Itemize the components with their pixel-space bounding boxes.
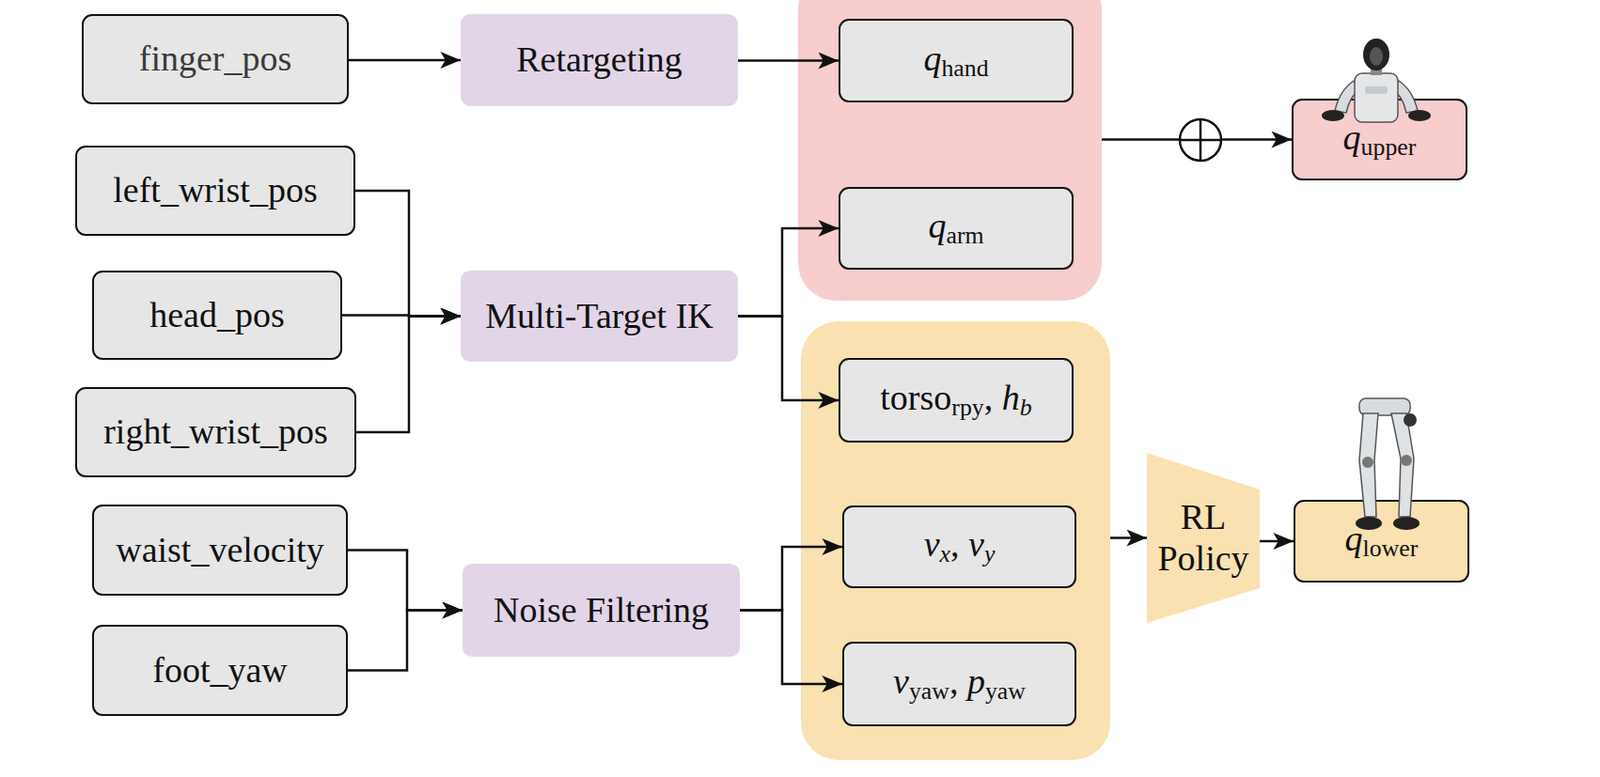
sum-symbol bbox=[1179, 119, 1222, 161]
process-box: Noise Filtering bbox=[462, 564, 740, 658]
flow-arrow bbox=[355, 190, 461, 317]
flow-arrow bbox=[739, 547, 843, 612]
output-box: qlower bbox=[1293, 500, 1470, 583]
node-label: head_pos bbox=[149, 295, 285, 337]
text-run: yaw bbox=[909, 678, 950, 706]
process-box: Multi-Target IK bbox=[460, 270, 738, 362]
process-box: Retargeting bbox=[460, 14, 738, 107]
node-label: right_wrist_pos bbox=[103, 411, 329, 454]
input-box: left_wrist_pos bbox=[75, 145, 356, 236]
output-box: qupper bbox=[1291, 98, 1468, 181]
node-label: qlower bbox=[1345, 518, 1419, 564]
flow-arrow bbox=[342, 315, 461, 317]
input-box: waist_velocity bbox=[92, 504, 348, 597]
node-label: qarm bbox=[927, 205, 984, 251]
text-run: yaw bbox=[985, 678, 1026, 706]
command-box: vx, vy bbox=[842, 505, 1077, 589]
text-run: q bbox=[1343, 117, 1362, 157]
text-run: arm bbox=[945, 222, 984, 251]
node-label: vx, vy bbox=[924, 524, 996, 569]
flow-arrow bbox=[737, 228, 839, 317]
policy-trapezoid: RL Policy bbox=[1146, 453, 1260, 624]
node-label: qupper bbox=[1343, 117, 1417, 162]
flow-arrow bbox=[1110, 536, 1147, 540]
text-run: hand bbox=[941, 54, 989, 82]
text-run: b bbox=[1019, 394, 1033, 423]
node-label: Multi-Target IK bbox=[485, 296, 714, 338]
text-run: , bbox=[950, 524, 969, 565]
text-run: h bbox=[1002, 377, 1020, 418]
flow-arrow bbox=[356, 316, 461, 434]
node-label: RL Policy bbox=[1150, 497, 1256, 580]
text-run: q bbox=[1345, 518, 1364, 559]
flow-arrow bbox=[1259, 540, 1294, 544]
node-label: finger_pos bbox=[139, 38, 293, 80]
node-label: Noise Filtering bbox=[493, 590, 709, 632]
group-band: qhandqarm bbox=[798, 0, 1102, 301]
input-box: head_pos bbox=[92, 270, 343, 361]
input-box: right_wrist_pos bbox=[75, 387, 357, 478]
flow-arrow bbox=[737, 59, 839, 63]
node-label: vyaw, pyaw bbox=[893, 661, 1026, 706]
text-run: rpy bbox=[951, 394, 984, 423]
text-run: q bbox=[927, 205, 946, 246]
flow-arrow bbox=[739, 611, 843, 686]
output-box: qhand bbox=[838, 18, 1074, 103]
text-run: upper bbox=[1361, 133, 1417, 161]
node-label: left_wrist_pos bbox=[112, 170, 317, 212]
text-run: v bbox=[893, 661, 910, 702]
robot-legs bbox=[1355, 398, 1420, 531]
input-box: foot_yaw bbox=[92, 625, 348, 717]
text-run: v bbox=[924, 524, 941, 565]
text-run: q bbox=[923, 38, 942, 79]
robot-upper-body bbox=[1321, 38, 1431, 123]
flow-arrow bbox=[348, 59, 461, 63]
node-label: Retargeting bbox=[516, 39, 683, 81]
node-label: qhand bbox=[923, 38, 989, 83]
command-box: vyaw, pyaw bbox=[842, 642, 1077, 727]
text-run: p bbox=[967, 661, 986, 702]
command-box: torsorpy, hb bbox=[838, 358, 1074, 443]
flow-arrow bbox=[347, 611, 463, 672]
node-label: waist_velocity bbox=[115, 530, 325, 572]
flow-arrow bbox=[737, 316, 839, 402]
text-run: v bbox=[968, 524, 985, 565]
text-run: lower bbox=[1363, 535, 1419, 564]
text-run: torso bbox=[879, 377, 952, 418]
node-label: foot_yaw bbox=[152, 650, 288, 692]
text-run: , bbox=[984, 377, 1003, 418]
input-box: finger_pos bbox=[81, 14, 349, 105]
node-label: torsorpy, hb bbox=[879, 377, 1032, 423]
flow-arrow bbox=[1101, 138, 1292, 142]
flow-arrow bbox=[347, 550, 463, 612]
group-band: torsorpy, hbvx, vyvyaw, pyaw bbox=[800, 321, 1111, 761]
text-run: y bbox=[984, 541, 995, 569]
output-box: qarm bbox=[838, 187, 1074, 270]
text-run: , bbox=[949, 661, 968, 702]
text-run: x bbox=[940, 541, 951, 569]
